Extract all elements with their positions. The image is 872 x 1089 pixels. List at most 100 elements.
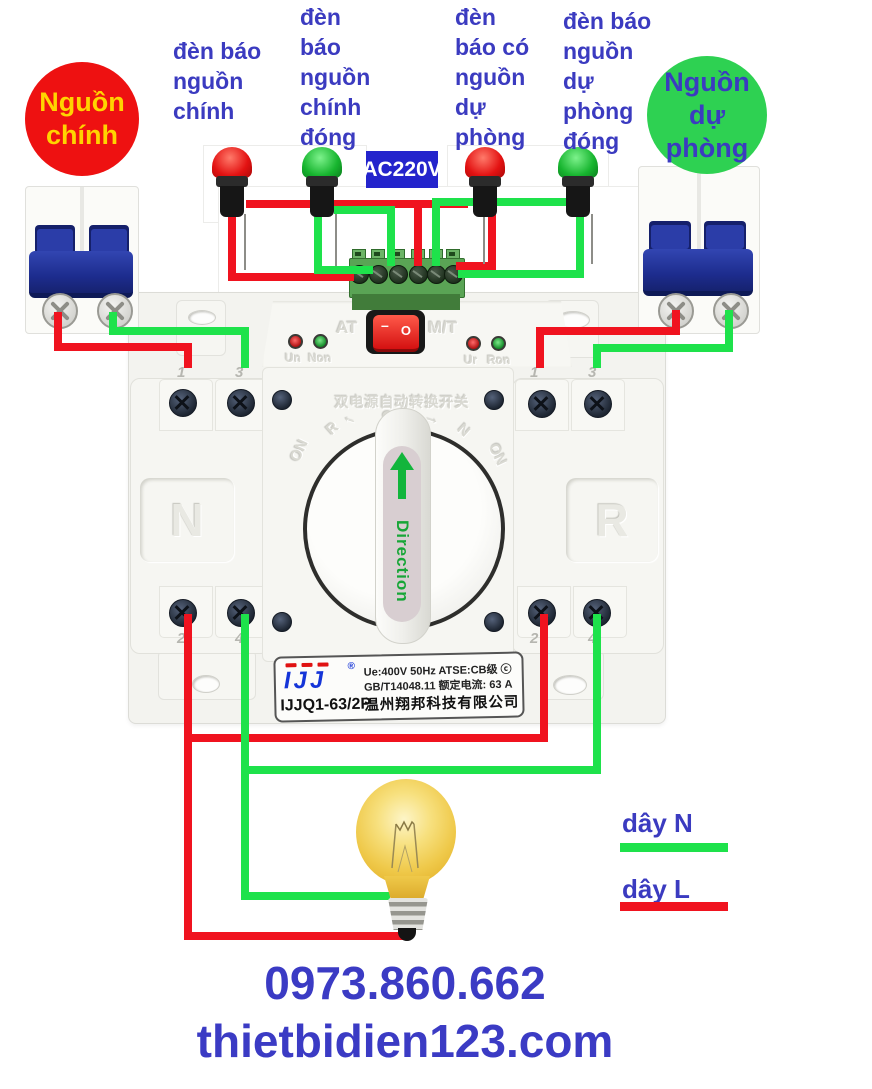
registered-mark: ® xyxy=(347,660,356,673)
backup-source-label: dự xyxy=(688,99,726,130)
terminal-number: 1 xyxy=(530,364,539,381)
breaker-handle-bar[interactable] xyxy=(29,251,133,298)
label-line: báo có xyxy=(455,34,530,60)
block-screw xyxy=(369,265,388,284)
breaker-toggle[interactable] xyxy=(651,225,689,249)
bulb-neck xyxy=(384,876,430,900)
terminal-screw xyxy=(658,293,694,329)
mt-emboss: M/T xyxy=(428,318,458,337)
website-link[interactable]: thietbidien123.com xyxy=(196,1015,614,1067)
backup-source-label: Nguồn xyxy=(664,66,750,97)
led-label: Un xyxy=(285,351,301,365)
terminal-number: 3 xyxy=(235,364,244,381)
main-source-badge: Nguồn chính xyxy=(25,62,139,176)
led-label: Ur xyxy=(464,353,478,367)
r-pole-panel: R xyxy=(566,478,658,562)
lamp-cap-red xyxy=(465,147,505,178)
legend-neutral-label: dây N xyxy=(622,808,693,838)
label-line: chính xyxy=(173,98,235,124)
main-breaker xyxy=(25,186,139,334)
model-number: IJJQ1-63/2P xyxy=(280,695,372,715)
backup-source-label: phòng xyxy=(665,132,749,163)
breaker-toggle[interactable] xyxy=(37,229,73,253)
label-line: đóng xyxy=(563,128,620,154)
mounting-hole xyxy=(188,310,216,325)
lamp4-label: đèn báo nguồn dự phòng đóng xyxy=(563,6,651,156)
label-line: báo xyxy=(300,34,341,60)
terminal-block-base xyxy=(352,294,460,310)
lamp-cap-red xyxy=(212,147,252,178)
direction-arrow-icon xyxy=(398,469,406,499)
mounting-bracket xyxy=(540,650,604,700)
label-line: đóng xyxy=(300,124,357,150)
label-line: phòng xyxy=(563,98,634,124)
terminal-screw xyxy=(713,293,749,329)
backup-breaker xyxy=(638,166,760,334)
n-pole-letter: N xyxy=(170,494,204,546)
ats-terminal-screw xyxy=(227,389,255,417)
terminal-number: 4 xyxy=(588,630,597,647)
label-line: dự xyxy=(455,94,486,120)
label-line: chính xyxy=(300,94,362,120)
label-line: đèn xyxy=(300,4,341,30)
led-label: Ron xyxy=(487,353,511,367)
lamp-cap-green xyxy=(302,147,342,178)
lamp3-label: đèn báo có nguồn dự phòng xyxy=(455,2,529,152)
led-backup-closed xyxy=(491,336,506,351)
light-bulb xyxy=(350,776,470,946)
breaker-pole-divider xyxy=(697,167,701,251)
terminal-number: 2 xyxy=(177,630,186,647)
legend-live-line xyxy=(620,902,728,911)
terminal-number: 2 xyxy=(530,630,539,647)
breaker-toggle[interactable] xyxy=(91,229,127,253)
company-name: 温州翔邦科技有限公司 xyxy=(364,694,520,714)
lamp-collar xyxy=(306,176,338,187)
lamp1-label: đèn báo nguồn chính xyxy=(173,36,261,126)
at-emboss: AT xyxy=(336,318,358,337)
lamp-body xyxy=(566,186,590,217)
mounting-hole xyxy=(192,675,220,693)
direction-label: Direction xyxy=(393,519,412,603)
terminal-number: 1 xyxy=(177,364,186,381)
led-main-closed xyxy=(313,334,328,349)
direction-arrow-icon xyxy=(390,452,414,470)
breaker-handle-bar[interactable] xyxy=(643,249,753,296)
ac-voltage-badge: AC220V xyxy=(362,151,442,188)
mounting-bracket xyxy=(158,650,256,700)
phone-number: 0973.860.662 xyxy=(264,957,546,1009)
mounting-hole xyxy=(553,675,587,695)
led-backup-power xyxy=(466,336,481,351)
breaker-toggle[interactable] xyxy=(706,225,744,249)
terminal-number: 4 xyxy=(235,630,244,647)
r-pole-letter: R xyxy=(595,494,629,546)
n-pole-panel: N xyxy=(140,478,234,562)
ats-terminal-screw xyxy=(583,599,611,627)
terminal-post xyxy=(159,379,213,431)
rocker-o: O xyxy=(400,323,411,338)
ats-terminal-screw xyxy=(169,599,197,627)
lamp2-label: đèn báo nguồn chính đóng xyxy=(300,2,370,152)
face-screw xyxy=(484,612,504,632)
cn-emboss: 双电源自动转换开关 xyxy=(334,394,470,410)
ac-voltage-text: AC220V xyxy=(362,157,442,181)
label-line: đèn báo xyxy=(563,8,652,34)
lamp-body xyxy=(310,186,334,217)
label-line: dự xyxy=(563,68,594,94)
terminal-screw xyxy=(42,293,78,329)
lamp-body xyxy=(220,186,244,217)
block-screw xyxy=(389,265,408,284)
label-line: nguồn xyxy=(563,38,634,64)
legend-neutral-line xyxy=(620,843,728,852)
lamp-collar xyxy=(562,176,594,187)
label-line: đèn xyxy=(455,4,496,30)
lamp-body xyxy=(473,186,497,217)
block-screw xyxy=(409,265,428,284)
rocker-switch[interactable]: – O xyxy=(373,315,419,352)
bulb-filament xyxy=(391,820,419,873)
terminal-screw xyxy=(97,293,133,329)
nameplate: IJJ ® IJJQ1-63/2P Ue:400V 50Hz ATSE:CB级 … xyxy=(273,651,525,723)
ats-terminal-screw xyxy=(528,390,556,418)
label-line: nguồn xyxy=(455,64,526,90)
main-source-label: Nguồn xyxy=(39,87,125,117)
legend-live-label: dây L xyxy=(622,874,690,904)
